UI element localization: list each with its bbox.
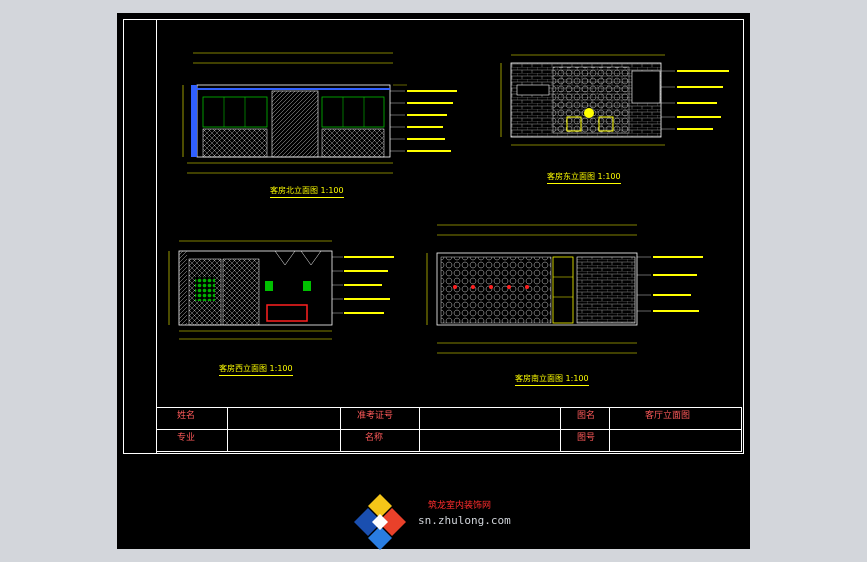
north-blue-wall xyxy=(191,85,197,157)
north-door xyxy=(271,90,319,158)
west-elevation-caption: 客房西立面图 1:100 xyxy=(219,363,293,376)
south-notes xyxy=(653,251,713,321)
north-elevation xyxy=(182,52,407,174)
drawing-name-label: 图名 xyxy=(577,411,596,421)
tb-col-5 xyxy=(609,407,610,452)
watermark: 筑龙室内装饰网 sn.zhulong.com xyxy=(348,492,528,552)
tb-row-divider xyxy=(156,429,742,430)
score-label: 名称 xyxy=(365,433,384,443)
north-elevation-caption: 客房北立面图 1:100 xyxy=(270,185,344,198)
north-notes xyxy=(407,85,467,155)
west-sofa xyxy=(266,304,308,322)
tb-col-2 xyxy=(340,407,341,452)
west-notes xyxy=(344,251,404,321)
cert-label: 准考证号 xyxy=(357,411,394,421)
tb-col-1 xyxy=(227,407,228,452)
east-elevation xyxy=(500,54,665,146)
zhulong-logo-icon xyxy=(354,494,406,550)
watermark-url: sn.zhulong.com xyxy=(418,514,511,527)
watermark-brand: 筑龙室内装饰网 xyxy=(428,501,492,511)
east-notes xyxy=(677,63,737,133)
tb-col-3 xyxy=(419,407,420,452)
tb-col-4 xyxy=(560,407,561,452)
drawing-sheet: 客房北立面图 1:100 客房东立面图 1:100 客房西立面图 1:100 客… xyxy=(117,13,750,552)
drawing-name-value: 客厅立面图 xyxy=(645,411,691,421)
name-label: 姓名 xyxy=(177,411,196,421)
west-plant xyxy=(195,277,215,301)
inner-frame xyxy=(156,19,744,454)
west-elevation xyxy=(168,240,333,340)
drawing-no-label: 图号 xyxy=(577,433,596,443)
cad-drawing xyxy=(168,52,675,354)
south-elevation xyxy=(426,224,638,354)
south-elevation-caption: 客房南立面图 1:100 xyxy=(515,373,589,386)
east-elevation-caption: 客房东立面图 1:100 xyxy=(547,171,621,184)
major-label: 专业 xyxy=(177,433,196,443)
leader-lines xyxy=(332,70,675,314)
